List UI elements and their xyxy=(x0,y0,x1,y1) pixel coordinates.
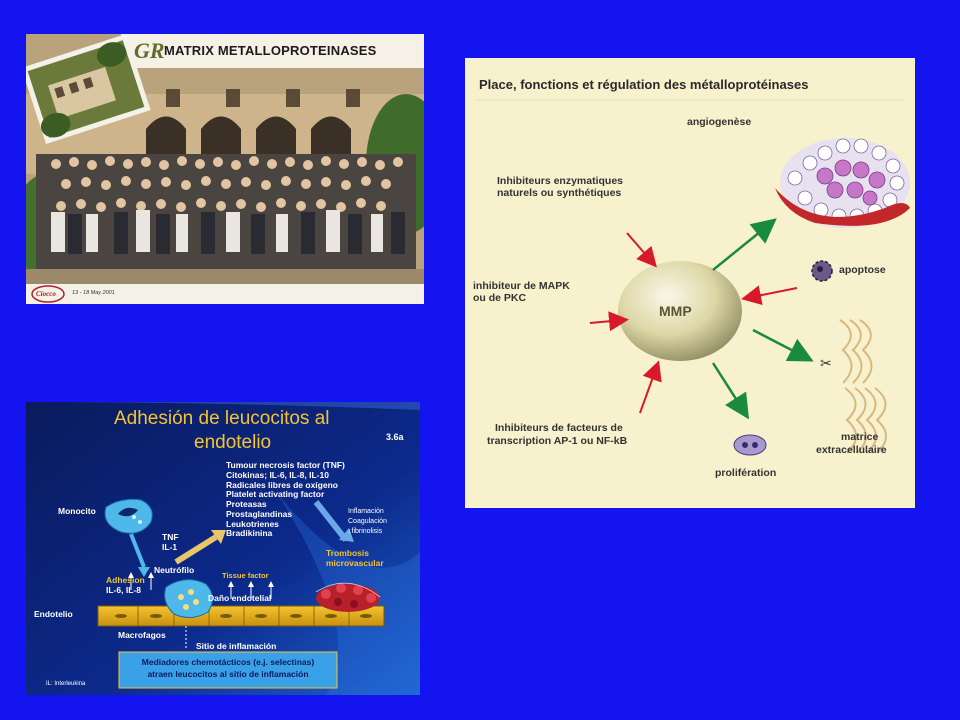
inhib-enzymatiques-line1: Inhibiteurs enzymatiques xyxy=(497,175,624,187)
facteurs-label-line2: transcription AP-1 ou NF-kB xyxy=(487,435,628,447)
mapk-label-line1: inhibiteur de MAPK xyxy=(473,280,570,292)
mediator-item: Prostaglandinas xyxy=(226,508,293,519)
extracellular-matrix-illustration xyxy=(839,319,887,454)
photo-logo-text: Ciocco xyxy=(36,290,56,298)
mediator-item: Bradikinina xyxy=(226,528,273,539)
mmp-title: Place, fonctions et régulation des métal… xyxy=(479,77,809,92)
adhesion-label-line1: Adhesion xyxy=(106,575,145,585)
tnf-label: TNF xyxy=(162,532,179,542)
matrice-label-line2: extracellulaire xyxy=(816,444,887,456)
sitio-inflamacion-label: Sitio de inflamación xyxy=(196,641,277,651)
mmp-sphere xyxy=(618,261,742,361)
chemotactic-box-line1: Mediadores chemotácticos (e.j. selectina… xyxy=(141,657,315,667)
photo-date: 13 - 18 May 2001 xyxy=(72,290,115,296)
leuko-title-line1: Adhesión de leucocitos al xyxy=(114,408,330,429)
group-photo-image xyxy=(26,34,424,304)
photo-brand-letters: GR xyxy=(134,38,165,63)
mmp-regulation-diagram: ✂ Place, fonctions et régulation des mét… xyxy=(465,58,915,508)
conference-group-photo: GR MATRIX METALLOPROTEINASES Ciocco 13 -… xyxy=(26,34,424,304)
il1-label: IL-1 xyxy=(162,542,178,552)
trombosis-label-line2: microvascular xyxy=(326,558,384,568)
apoptosis-cell-illustration xyxy=(811,260,833,282)
angiogenesis-illustration xyxy=(775,138,910,228)
inhib-enzymatiques-line2: naturels ou synthétiques xyxy=(497,187,622,199)
mapk-label-line2: ou de PKC xyxy=(473,292,527,304)
leuko-title-line2: endotelio xyxy=(194,432,272,453)
mediator-item: Platelet activating factor xyxy=(226,489,325,500)
neutrofilo-label: Neutrófilo xyxy=(154,565,195,575)
trombosis-label-line1: Trombosis xyxy=(326,548,369,558)
matrice-label-line1: matrice xyxy=(841,431,879,443)
proliferation-label: prolifération xyxy=(715,467,777,479)
thrombosis-illustration xyxy=(315,582,381,612)
figure-number: 3.6a xyxy=(386,432,404,442)
svg-text:✂: ✂ xyxy=(820,355,832,371)
monocyte-cell-illustration xyxy=(104,498,153,534)
fibrinolysis-label: ↓fibrinolisis xyxy=(348,528,383,535)
facteurs-label-line1: Inhibiteurs de facteurs de xyxy=(495,422,623,434)
mediator-item: Radicales libres de oxígeno xyxy=(226,479,338,490)
mediator-item: Tumour necrosis factor (TNF) xyxy=(226,460,345,470)
mediator-item: Citokinas; IL-6, IL-8, IL-10 xyxy=(226,469,329,480)
leukocyte-adhesion-diagram: Adhesión de leucocitos al endotelio 3.6a… xyxy=(26,402,420,695)
neutrophil-cell-illustration xyxy=(164,579,213,618)
leukocyte-diagram-graphics xyxy=(26,402,420,695)
coagulation-label: Coagulación xyxy=(348,518,387,525)
endotelio-label: Endotelio xyxy=(34,609,73,619)
angiogenese-label: angiogenèse xyxy=(687,116,752,128)
mediator-item: Proteasas xyxy=(226,499,267,510)
adhesion-label-line2: IL-6, IL-8 xyxy=(106,585,141,595)
mediators-list: Tumour necrosis factor (TNF) Citokinas; … xyxy=(226,460,345,539)
chemotactic-box-line2: atraen leucocitos al sitio de inflamació… xyxy=(147,669,309,679)
mmp-diagram-graphics: ✂ xyxy=(475,99,910,456)
inflammation-label: Inflamación xyxy=(348,508,384,515)
monocito-label: Monocito xyxy=(58,506,96,516)
mediator-item: Leukotrienes xyxy=(226,518,279,529)
macrofagos-label: Macrofagos xyxy=(118,630,166,640)
apoptose-label: apoptose xyxy=(839,264,886,276)
dano-endotelial-label: Daño endotelial xyxy=(208,593,272,603)
footnote: IL: Interleukina xyxy=(46,681,86,687)
proliferation-cell-illustration xyxy=(733,434,767,456)
photo-title: MATRIX METALLOPROTEINASES xyxy=(164,43,377,58)
mmp-center-label: MMP xyxy=(659,303,692,319)
tissue-factor-label: Tissue factor xyxy=(222,571,269,580)
